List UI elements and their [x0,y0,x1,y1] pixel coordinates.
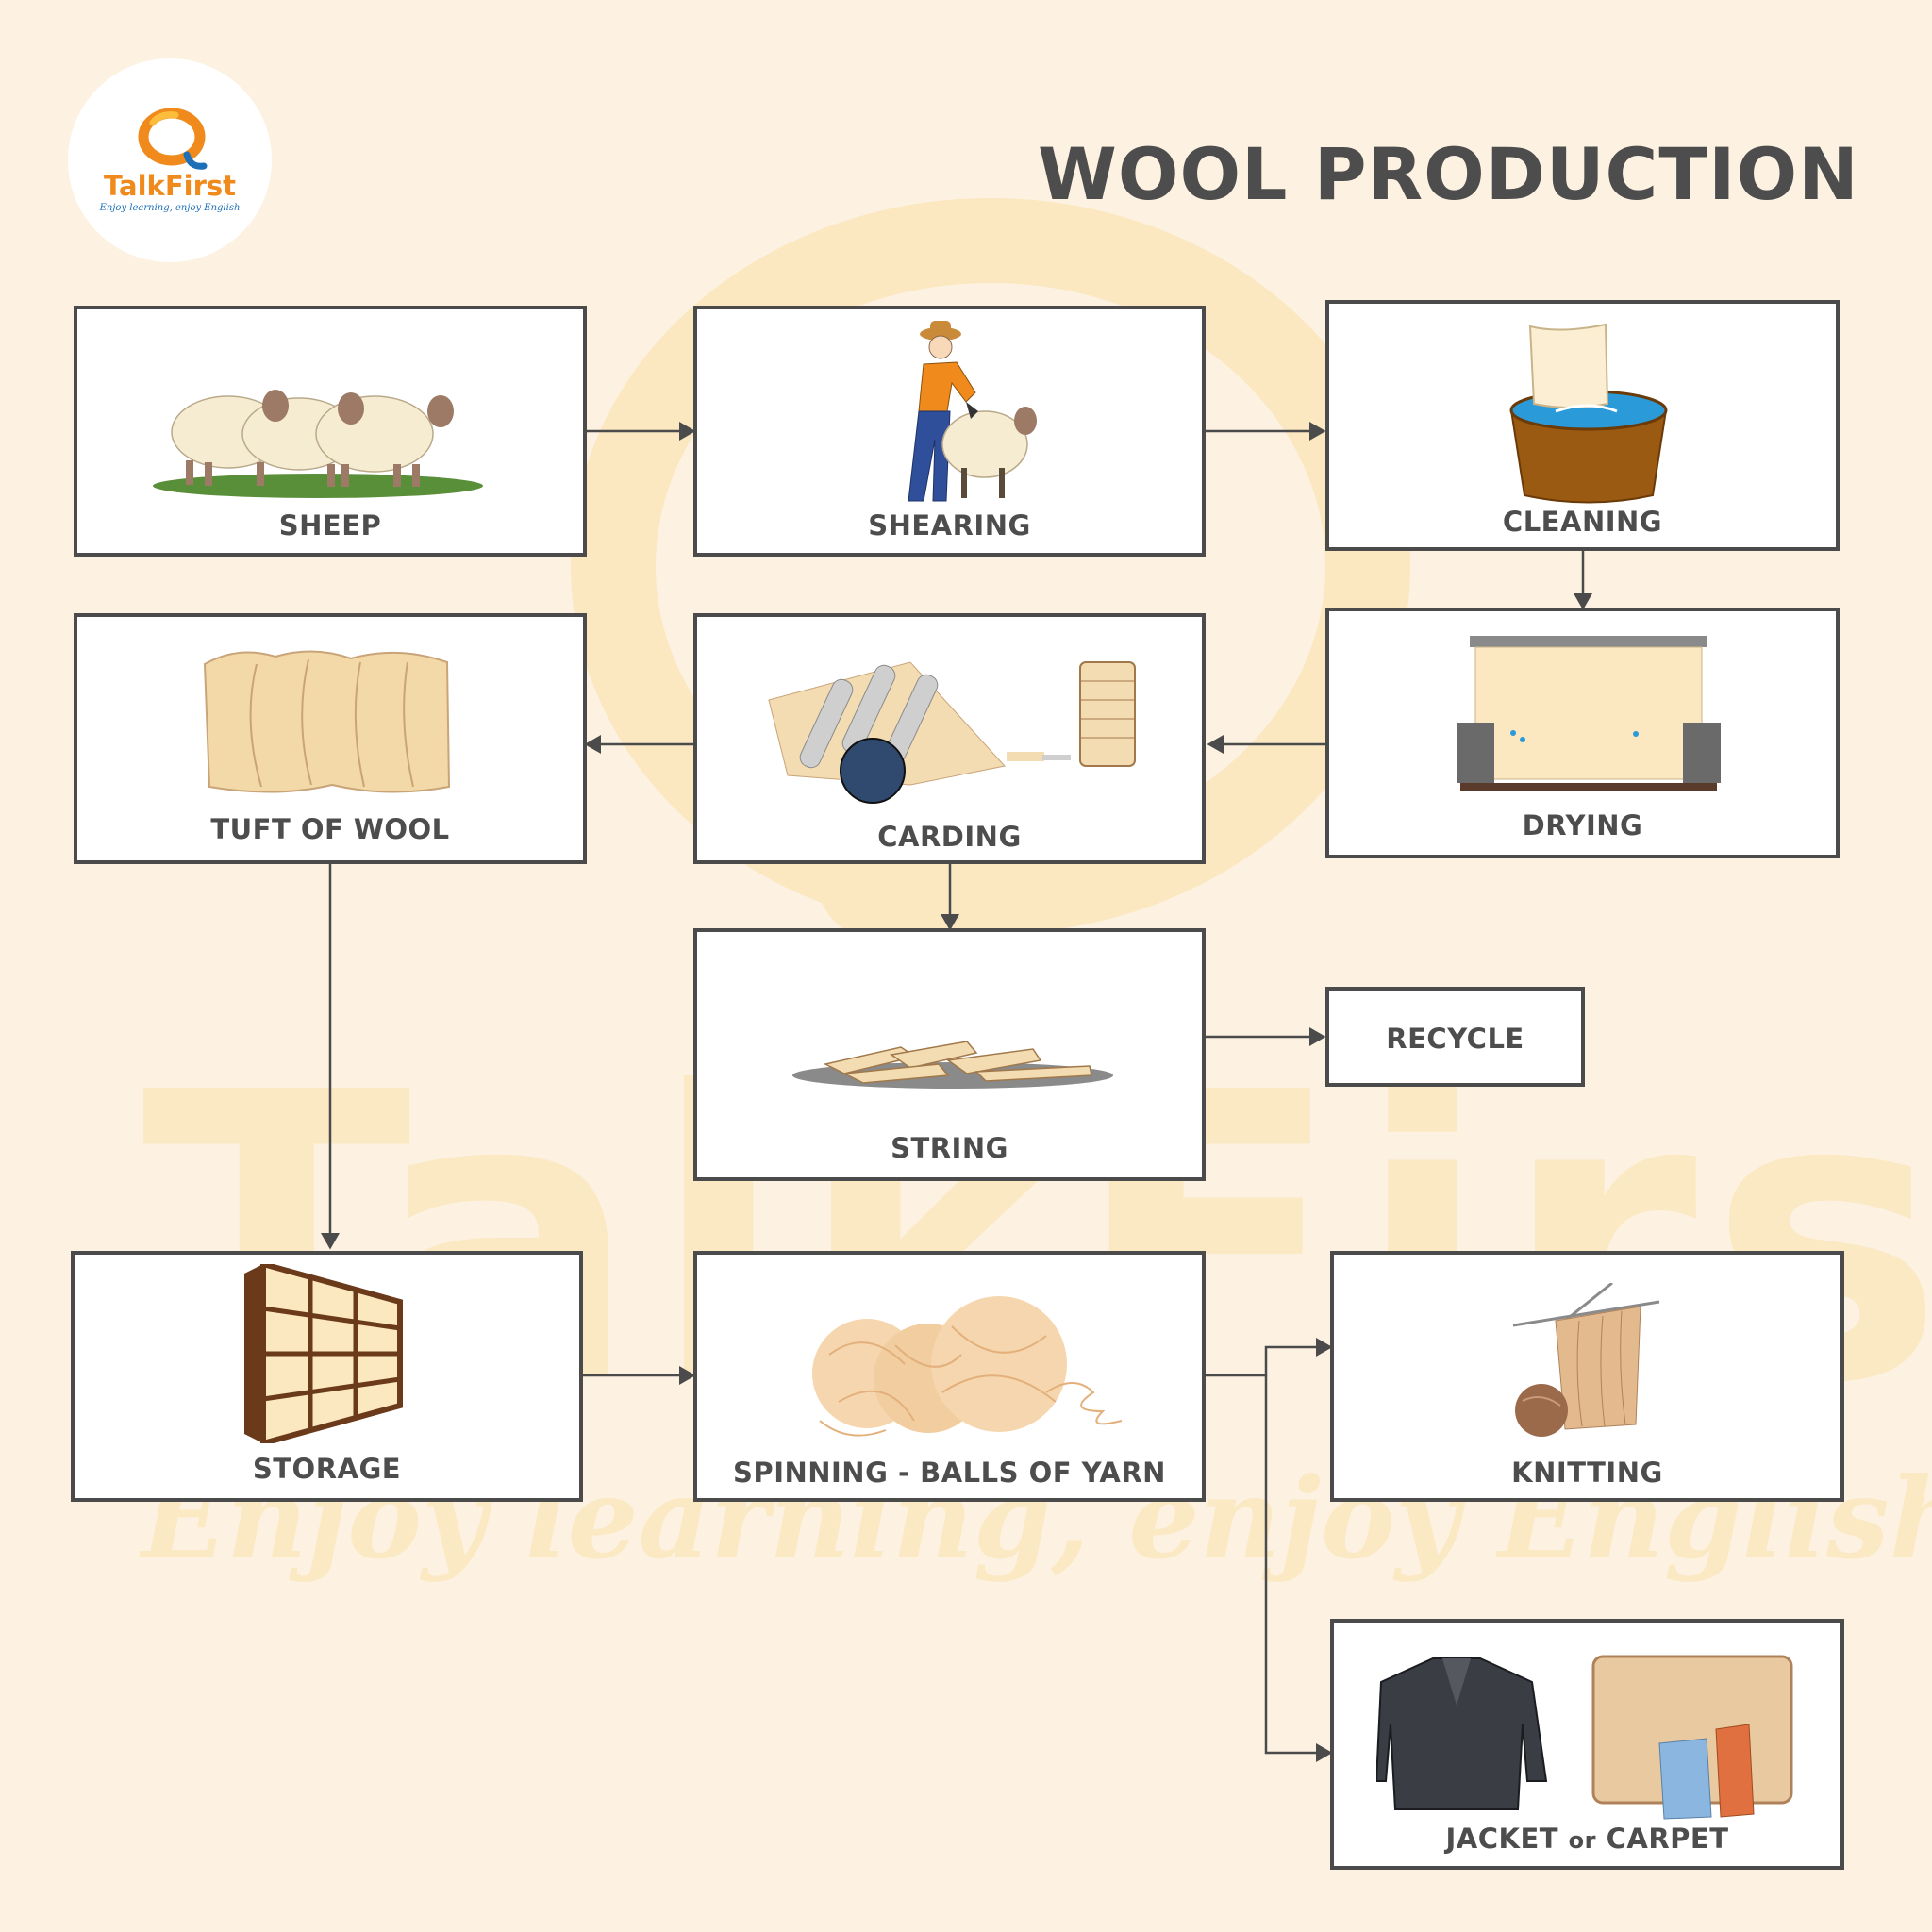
dryer-machine-icon [1457,636,1721,791]
step-label-knitting: KNITTING [1511,1457,1663,1489]
step-string: STRING [693,928,1206,1181]
washing-tub-icon [1509,323,1668,504]
step-label-recycle: RECYCLE [1386,1023,1524,1055]
step-sheep: SHEEP [74,306,587,557]
step-knitting: KNITTING [1330,1251,1844,1502]
step-cleaning: CLEANING [1325,300,1840,551]
step-label-sheep: SHEEP [278,509,382,541]
arrow-spinning-split [1206,1338,1333,1377]
step-shearing: SHEARING [693,306,1206,557]
wool-tuft-icon [203,650,451,793]
step-label-carding: CARDING [877,821,1022,853]
step-label-tuft-of-wool: TUFT OF WOOL [210,813,450,845]
step-label-drying: DRYING [1522,809,1643,841]
arrow-spinning-products [1264,1375,1333,1762]
product-label-carpet: CARPET [1606,1823,1729,1855]
step-drying: DRYING [1325,608,1840,858]
logo-tagline: Enjoy learning, enjoy English [99,203,241,213]
step-recycle: RECYCLE [1325,987,1585,1087]
wool-strings-icon [792,1041,1113,1089]
step-carding: CARDING [693,613,1206,864]
shearer-icon [908,321,1037,502]
step-jacket-or-carpet: JACKET or CARPET [1330,1619,1844,1870]
step-label-cleaning: CLEANING [1502,506,1663,538]
step-storage: STORAGE [71,1251,583,1502]
sheep-icon [153,390,483,498]
logo-name: TalkFirst [103,170,236,202]
storage-shelf-icon [244,1264,403,1443]
step-label-storage: STORAGE [252,1453,402,1485]
speech-bubble-icon [138,108,208,170]
jacket-carpet-icon [1376,1655,1793,1820]
logo: TalkFirst Enjoy learning, enjoy English [68,58,272,262]
product-label-or: or [1568,1827,1596,1854]
step-label-string: STRING [891,1132,1008,1164]
knitting-needles-icon [1512,1283,1660,1437]
yarn-balls-icon [812,1296,1123,1437]
product-label-jacket: JACKET [1445,1823,1559,1855]
carding-machine-icon [768,661,1136,804]
step-tuft-of-wool: TUFT OF WOOL [74,613,587,864]
step-spinning: SPINNING - BALLS OF YARN [693,1251,1206,1502]
step-label-spinning: SPINNING - BALLS OF YARN [733,1457,1166,1489]
step-label-jacket-or-carpet: JACKET or CARPET [1334,1823,1840,1855]
step-label-shearing: SHEARING [868,509,1031,541]
page-title: WOOL PRODUCTION [1038,132,1859,216]
